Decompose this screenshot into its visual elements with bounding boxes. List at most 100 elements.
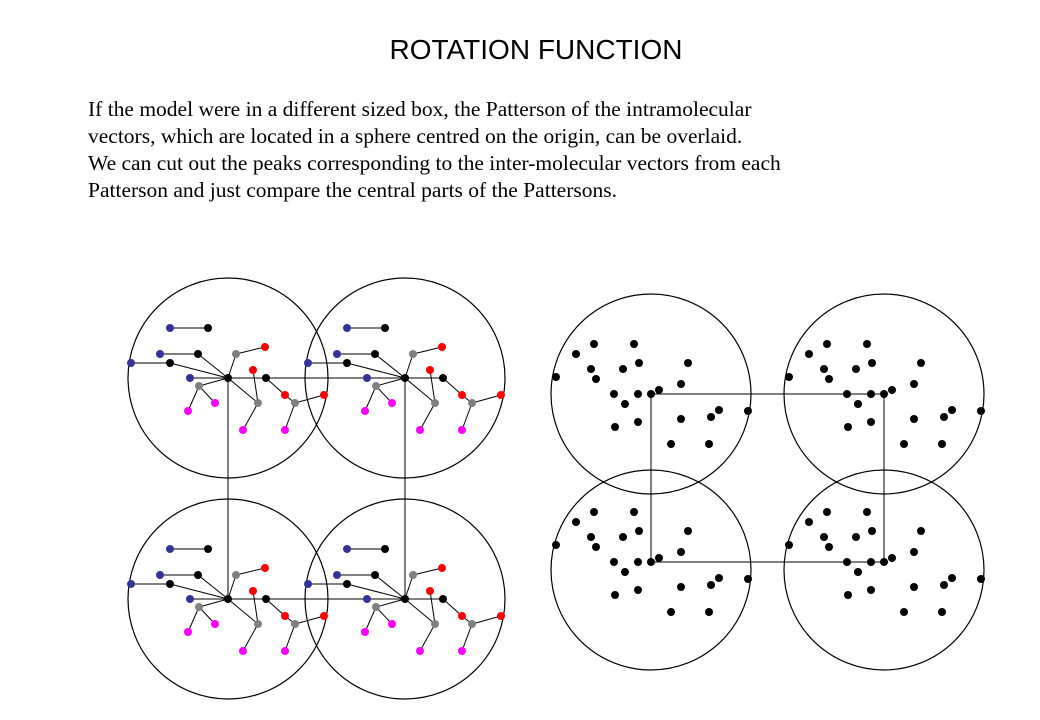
molecule: [304, 324, 505, 434]
atom-dot: [186, 374, 194, 382]
atom-dot: [372, 603, 380, 611]
atom-dot: [458, 391, 466, 399]
bond-line: [265, 598, 286, 617]
patterson-peak-dot: [948, 574, 956, 582]
atom-dot: [409, 571, 417, 579]
atom-dot: [211, 399, 219, 407]
patterson-peak-dot: [684, 527, 692, 535]
patterson-peak-dot: [917, 359, 925, 367]
bond-line: [461, 623, 473, 652]
patterson-peak-dot: [938, 440, 946, 448]
atom-dot: [281, 647, 289, 655]
patterson-peak-dot: [610, 390, 618, 398]
bond-line: [375, 377, 406, 387]
atom-dot: [166, 359, 174, 367]
atom-dot: [497, 391, 505, 399]
atom-dot: [232, 571, 240, 579]
bond-line: [404, 377, 436, 404]
patterson-peak-set: [785, 508, 985, 616]
atom-dot: [127, 580, 135, 588]
atom-dot: [281, 426, 289, 434]
patterson-peak-dot: [634, 586, 642, 594]
patterson-peak-dot: [948, 406, 956, 414]
atom-dot: [388, 399, 396, 407]
bond-line: [227, 353, 237, 379]
atom-dot: [343, 359, 351, 367]
bond-line: [404, 598, 436, 625]
atom-dot: [388, 620, 396, 628]
bond-line: [412, 346, 443, 355]
paragraph-line-2: vectors, which are located in a sphere c…: [88, 124, 743, 148]
bond-line: [294, 394, 325, 404]
bond-line: [198, 598, 229, 608]
bond-line: [429, 369, 436, 404]
atom-dot: [458, 647, 466, 655]
patterson-peak-dot: [634, 418, 642, 426]
atom-dot: [381, 324, 389, 332]
bond-line: [461, 402, 473, 431]
patterson-peak-dot: [677, 548, 685, 556]
patterson-peak-dot: [621, 568, 629, 576]
patterson-peak-dot: [867, 418, 875, 426]
atom-dot: [343, 580, 351, 588]
patterson-peak-dot: [910, 415, 918, 423]
patterson-peak-dot: [621, 400, 629, 408]
atom-dot: [416, 647, 424, 655]
bond-line: [265, 377, 286, 396]
patterson-peak-dot: [888, 386, 896, 394]
atom-dot: [361, 407, 369, 415]
atom-dot: [343, 545, 351, 553]
bond-line: [375, 598, 406, 608]
bond-line: [442, 598, 463, 617]
atom-dot: [166, 545, 174, 553]
atom-dot: [438, 564, 446, 572]
patterson-peak-set: [785, 340, 985, 448]
patterson-peak-dot: [820, 533, 828, 541]
bond-line: [242, 402, 259, 431]
atom-dot: [262, 374, 270, 382]
patterson-peak-dot: [667, 440, 675, 448]
bond-line: [235, 567, 266, 576]
atom-dot: [468, 399, 476, 407]
patterson-peak-dot: [590, 508, 598, 516]
bond-line: [242, 623, 259, 652]
patterson-peak-dot: [587, 365, 595, 373]
patterson-peak-dot: [805, 518, 813, 526]
patterson-peak-dot: [823, 340, 831, 348]
atom-dot: [204, 545, 212, 553]
patterson-peak-dot: [854, 568, 862, 576]
page-title: ROTATION FUNCTION: [389, 34, 683, 65]
patterson-peak-dot: [852, 365, 860, 373]
patterson-peak-dot: [684, 359, 692, 367]
atom-dot: [431, 620, 439, 628]
atom-dot: [194, 350, 202, 358]
atom-dot: [195, 382, 203, 390]
patterson-peak-dot: [900, 608, 908, 616]
patterson-peak-dot: [610, 558, 618, 566]
patterson-peak-dot: [619, 365, 627, 373]
bond-line: [227, 574, 237, 600]
atom-dot: [186, 595, 194, 603]
patterson-peak-dot: [910, 583, 918, 591]
patterson-peak-dot: [592, 543, 600, 551]
patterson-peak-dot: [843, 390, 851, 398]
atom-dot: [254, 399, 262, 407]
atom-dot: [224, 595, 232, 603]
atom-dot: [239, 647, 247, 655]
molecule: [127, 324, 328, 434]
paragraph-line-1: If the model were in a different sized b…: [88, 97, 752, 121]
atom-dot: [239, 426, 247, 434]
patterson-peak-dot: [852, 533, 860, 541]
patterson-peak-dot: [910, 380, 918, 388]
bond-line: [197, 353, 229, 379]
bond-line: [412, 567, 443, 576]
atom-dot: [371, 571, 379, 579]
atom-dot: [249, 366, 257, 374]
atom-dot: [401, 595, 409, 603]
atom-dot: [426, 366, 434, 374]
atom-dot: [254, 620, 262, 628]
patterson-peak-dot: [634, 390, 642, 398]
patterson-peak-dot: [647, 390, 655, 398]
bond-line: [374, 574, 406, 600]
bond-line: [404, 353, 414, 379]
